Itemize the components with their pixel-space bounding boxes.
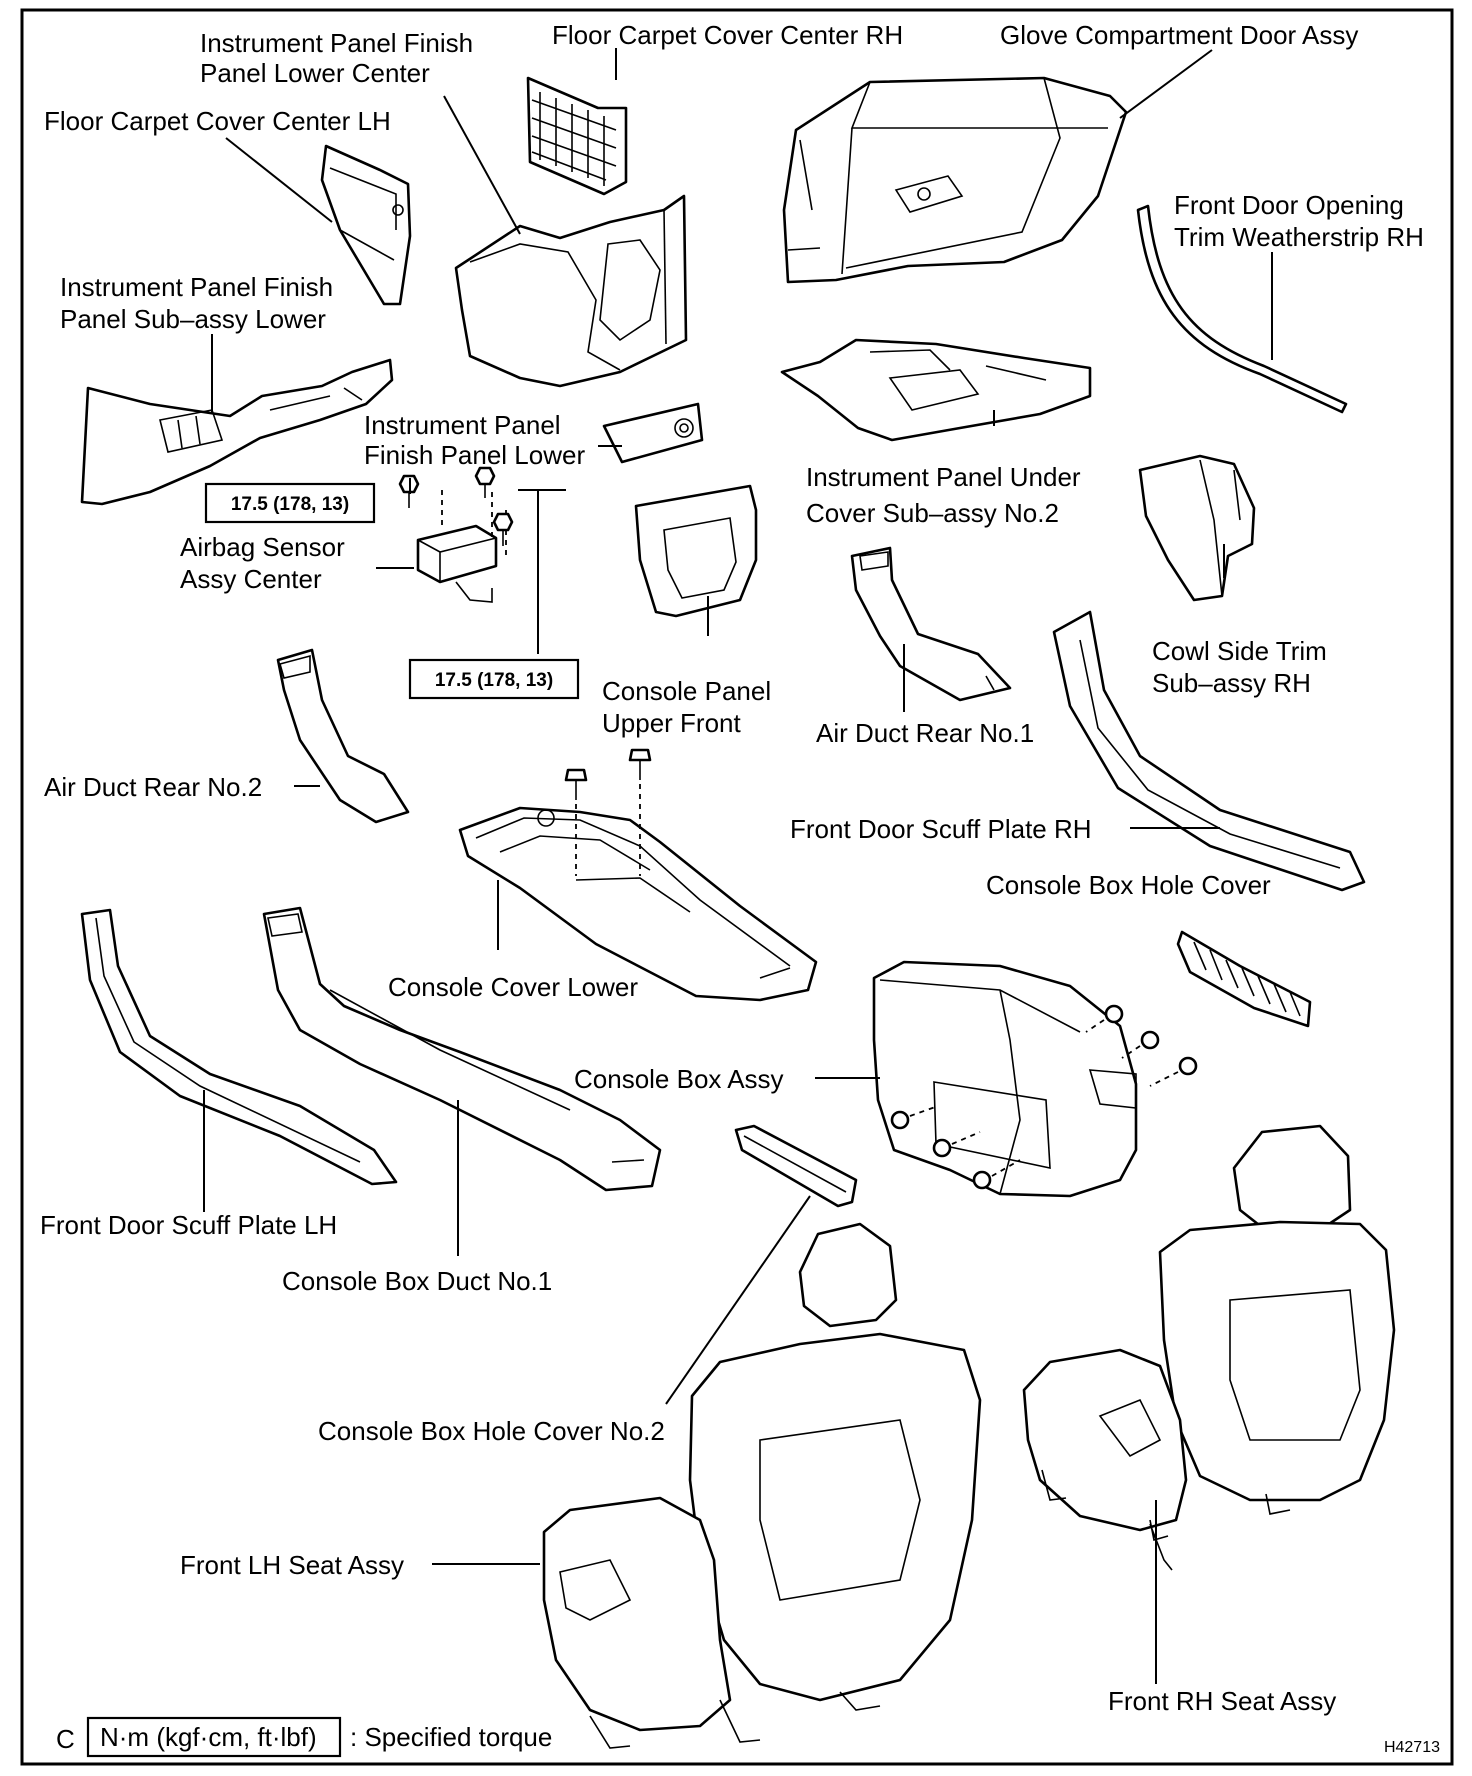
diagram-frame: [20, 8, 1454, 1766]
label-front-door-weatherstrip: Front Door Opening: [1174, 190, 1404, 220]
label-airbag-sensor: Assy Center: [180, 564, 322, 594]
airbag-sensor-part: [416, 490, 507, 603]
ip-under-cover-part: [780, 338, 1092, 442]
label-console-box-assy: Console Box Assy: [574, 1064, 784, 1094]
screw-icon: [564, 768, 588, 876]
torque-spec-lower: 17.5 (178, 13): [408, 658, 580, 700]
torque-legend: C N·m (kgf·cm, ft·lbf) : Specified torqu…: [56, 1716, 552, 1758]
torque-value: 17.5 (178, 13): [435, 670, 553, 691]
bolt-icon: [492, 512, 514, 546]
label-front-rh-seat: Front RH Seat Assy: [1108, 1686, 1336, 1716]
label-cowl-side-trim: Sub–assy RH: [1152, 668, 1311, 698]
label-ip-finish-subassy-lower: Instrument Panel Finish: [60, 272, 333, 302]
console-cover-lower-part: [458, 806, 818, 1002]
figure-code: H42713: [1384, 1739, 1440, 1756]
legend-description: : Specified torque: [350, 1722, 552, 1752]
label-console-box-duct: Console Box Duct No.1: [282, 1266, 552, 1296]
floor-carpet-cover-lh-part: [320, 144, 412, 306]
label-air-duct-rear-1: Air Duct Rear No.1: [816, 718, 1034, 748]
label-ip-finish-subassy-lower: Panel Sub–assy Lower: [60, 304, 326, 334]
label-front-lh-seat: Front LH Seat Assy: [180, 1550, 404, 1580]
front-rh-seat-part: [1022, 1124, 1396, 1571]
torque-spec-upper: 17.5 (178, 13): [204, 482, 376, 524]
label-ip-under-cover: Cover Sub–assy No.2: [806, 498, 1059, 528]
console-box-hole-cover-part: [1176, 930, 1312, 1028]
label-front-scuff-lh: Front Door Scuff Plate LH: [40, 1210, 337, 1240]
glove-compartment-door-part: [782, 76, 1128, 284]
front-door-scuff-rh-part: [1052, 610, 1366, 892]
ip-finish-panel-subassy-lower-part: [80, 358, 394, 506]
legend-unit: N·m (kgf·cm, ft·lbf): [100, 1722, 317, 1752]
label-front-scuff-rh: Front Door Scuff Plate RH: [790, 814, 1092, 844]
label-cowl-side-trim: Cowl Side Trim: [1152, 636, 1327, 666]
screw-icon: [1121, 1030, 1160, 1059]
label-console-box-hole-cover: Console Box Hole Cover: [986, 870, 1271, 900]
air-duct-rear-2-part: [276, 648, 410, 824]
front-door-scuff-lh-part: [80, 908, 398, 1186]
screw-icon: [1085, 1004, 1124, 1033]
label-floor-carpet-rh: Floor Carpet Cover Center RH: [552, 20, 903, 50]
leader-lines: [203, 48, 1273, 1684]
console-box-assy-part: [872, 960, 1138, 1198]
label-ip-finish-lower-center: Panel Lower Center: [200, 58, 430, 88]
label-airbag-sensor: Airbag Sensor: [180, 532, 345, 562]
console-panel-upper-front-part: [634, 484, 758, 618]
front-lh-seat-part: [542, 1222, 982, 1749]
ip-finish-panel-lower-part: [602, 402, 704, 464]
bolt-icon: [474, 466, 496, 498]
front-door-weatherstrip-part: [1136, 204, 1348, 414]
screw-icon: [890, 1105, 939, 1130]
label-ip-under-cover: Instrument Panel Under: [806, 462, 1081, 492]
label-ip-finish-lower: Finish Panel Lower: [364, 440, 585, 470]
screw-icon: [972, 1159, 1021, 1190]
label-ip-finish-lower-center: Instrument Panel Finish: [200, 28, 473, 58]
label-console-box-hole-cover-2: Console Box Hole Cover No.2: [318, 1416, 665, 1446]
floor-carpet-cover-rh-part: [526, 76, 628, 196]
console-box-duct-part: [262, 906, 662, 1192]
label-console-cover-lower: Console Cover Lower: [388, 972, 638, 1002]
screw-icon: [932, 1131, 981, 1158]
screw-icon: [628, 748, 652, 876]
ip-finish-panel-lower-center-part: [454, 194, 688, 388]
label-ip-finish-lower: Instrument Panel: [364, 410, 561, 440]
label-glove-door: Glove Compartment Door Assy: [1000, 20, 1358, 50]
torque-value: 17.5 (178, 13): [231, 494, 349, 515]
screw-icon: [1149, 1056, 1198, 1087]
label-console-panel-upper: Upper Front: [602, 708, 741, 738]
label-front-door-weatherstrip: Trim Weatherstrip RH: [1174, 222, 1424, 252]
console-box-hole-cover-2-part: [734, 1124, 858, 1208]
label-console-panel-upper: Console Panel: [602, 676, 771, 706]
label-floor-carpet-lh: Floor Carpet Cover Center LH: [44, 106, 391, 136]
label-air-duct-rear-2: Air Duct Rear No.2: [44, 772, 262, 802]
air-duct-rear-1-part: [850, 546, 1012, 702]
legend-prefix: C: [56, 1724, 75, 1754]
cowl-side-trim-part: [1138, 454, 1256, 602]
